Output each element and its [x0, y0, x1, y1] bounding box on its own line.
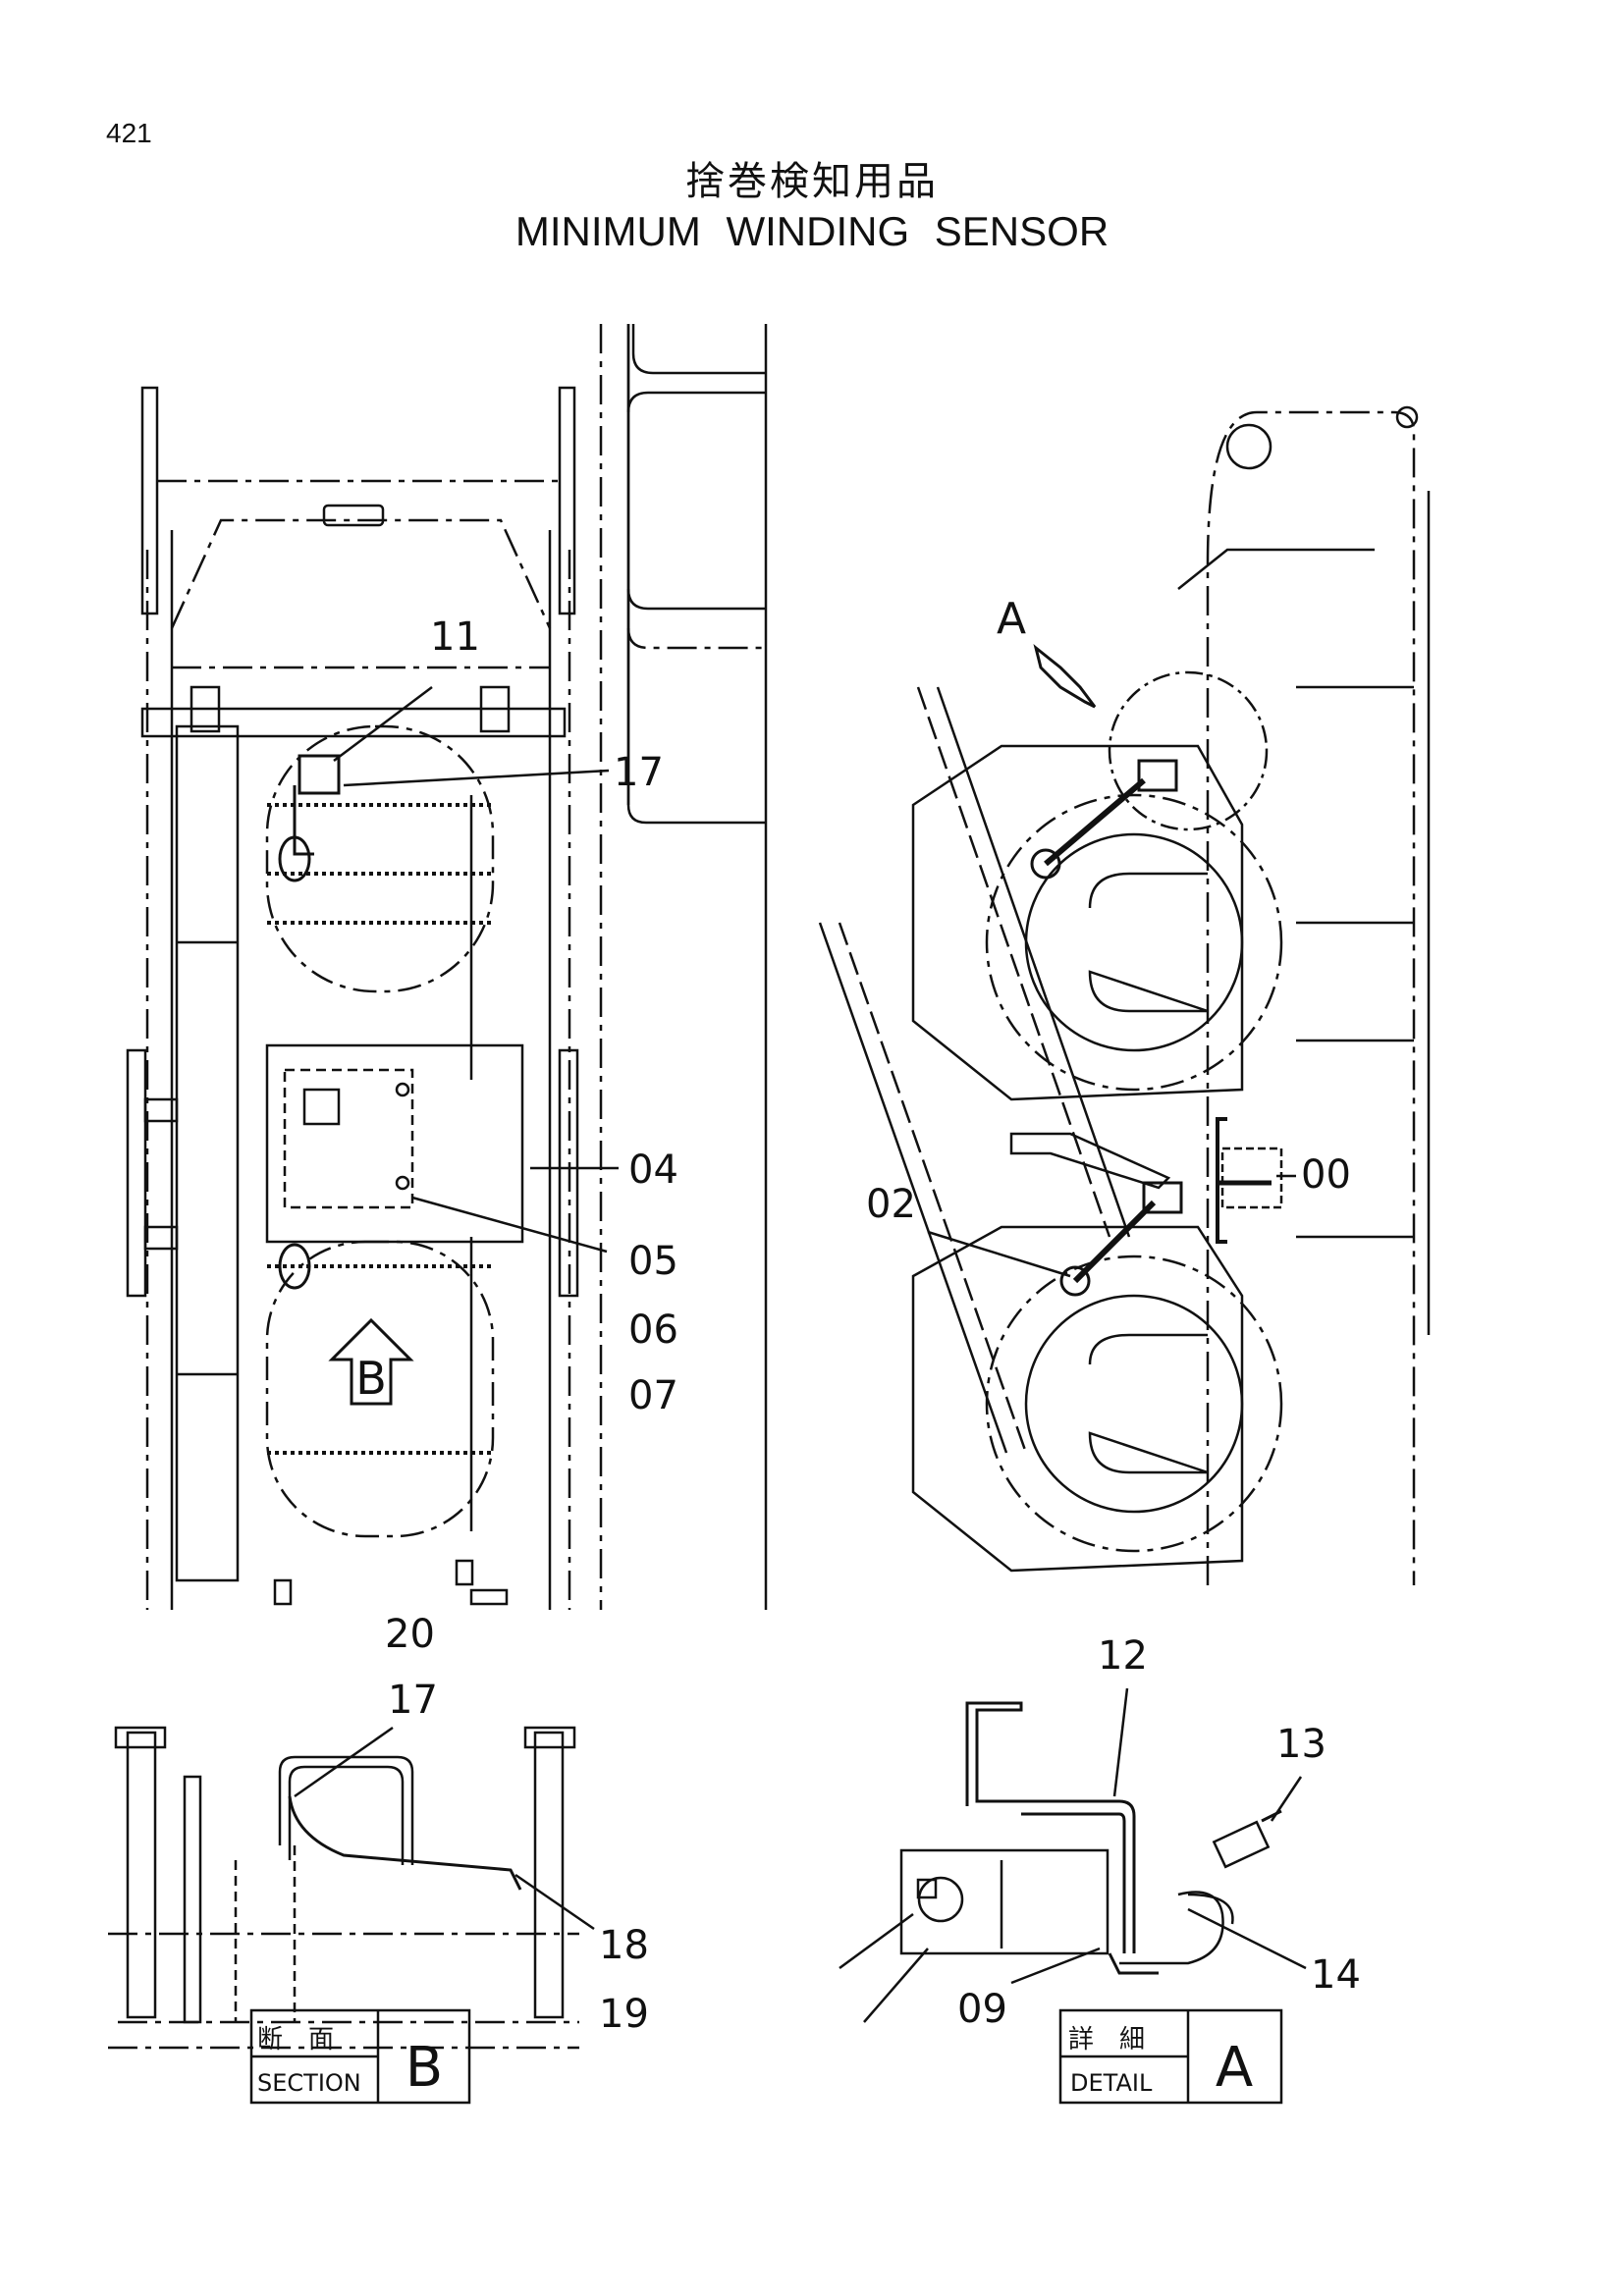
callout-20: 20 — [385, 1612, 435, 1657]
callout-05: 05 — [628, 1239, 678, 1284]
view-arrow-a-letter: A — [997, 594, 1026, 644]
section-box-jp: 断 面 — [257, 2025, 334, 2055]
callout-17-bottom: 17 — [388, 1678, 438, 1723]
callout-11: 11 — [430, 614, 480, 660]
callout-04: 04 — [628, 1148, 678, 1193]
detail-a-view — [839, 1687, 1307, 2023]
title-japanese: 捨巻検知用品 — [685, 159, 939, 204]
callout-17-top: 17 — [614, 750, 664, 795]
title-english: MINIMUM WINDING SENSOR — [514, 208, 1110, 254]
section-b-view — [108, 1726, 595, 2050]
callout-13: 13 — [1276, 1722, 1326, 1767]
callout-12: 12 — [1098, 1633, 1148, 1679]
callout-02: 02 — [866, 1182, 916, 1227]
page-number: 421 — [106, 118, 152, 148]
callout-06: 06 — [628, 1308, 678, 1353]
section-box-letter: B — [406, 2036, 443, 2100]
view-arrow-b-letter: B — [355, 1352, 387, 1405]
callout-18: 18 — [599, 1923, 649, 1968]
detail-box-jp: 詳 細 — [1068, 2025, 1145, 2055]
section-box-en: SECTION — [257, 2069, 361, 2097]
left-plan-view — [126, 324, 768, 1610]
right-side-view — [818, 405, 1431, 1585]
callout-09: 09 — [957, 1987, 1007, 2032]
detail-box-en: DETAIL — [1070, 2069, 1153, 2097]
callout-00: 00 — [1301, 1152, 1351, 1198]
callout-14: 14 — [1311, 1952, 1361, 1998]
callout-07: 07 — [628, 1373, 678, 1418]
detail-box-letter: A — [1216, 2036, 1253, 2100]
callout-19: 19 — [599, 1992, 649, 2037]
